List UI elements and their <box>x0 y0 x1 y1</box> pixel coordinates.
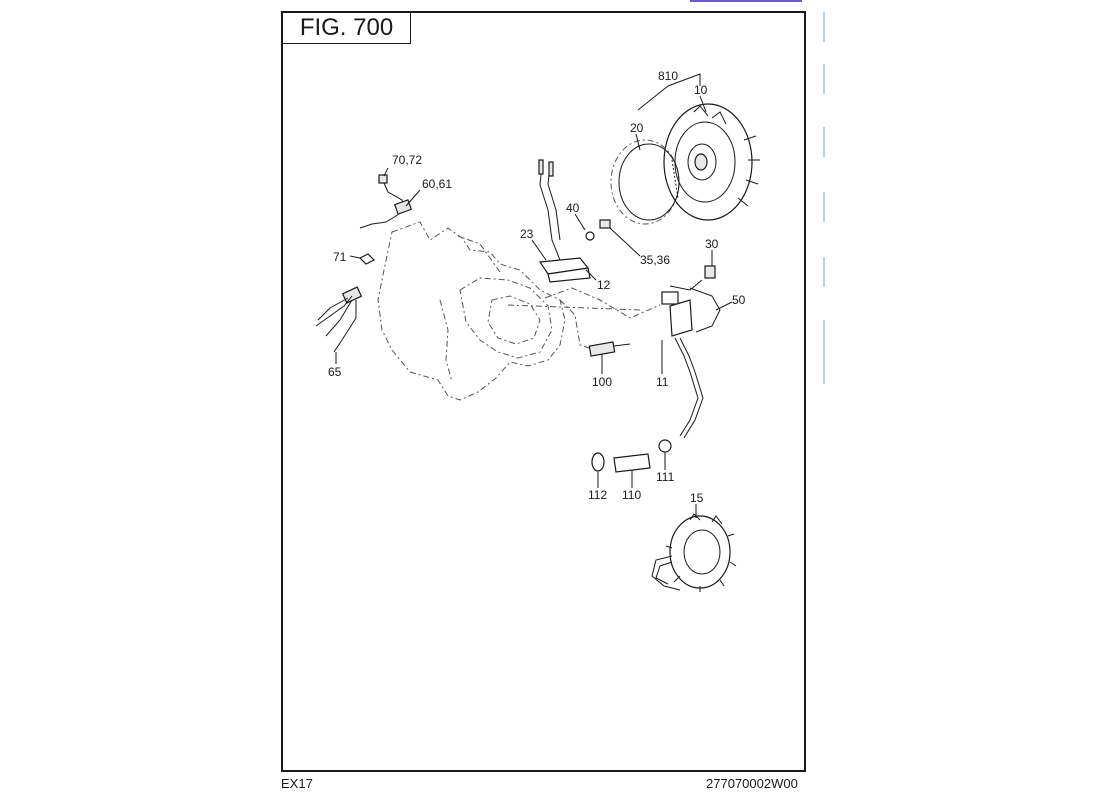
callout-40: 40 <box>566 201 580 215</box>
callout-20: 20 <box>630 121 644 135</box>
callout-12: 12 <box>597 278 611 292</box>
callout-30: 30 <box>705 237 719 251</box>
callout-35-36: 35,36 <box>640 253 670 267</box>
callout-labels: 810 10 20 70,72 60,61 40 23 35,36 30 71 … <box>328 69 746 505</box>
callout-60-61: 60,61 <box>422 177 452 191</box>
footer-code: 277070002W00 <box>706 776 798 791</box>
leader-lines <box>335 73 733 518</box>
callout-110: 110 <box>622 488 641 502</box>
plug-cap-part <box>591 439 672 473</box>
callout-810: 810 <box>658 69 678 83</box>
bolt-part <box>585 219 611 241</box>
callout-65: 65 <box>328 365 342 379</box>
figure-sheet: FIG. 700 <box>281 11 806 772</box>
bracket-part <box>538 159 591 283</box>
callout-70-72: 70,72 <box>392 153 422 167</box>
wire-harness-part <box>315 286 363 353</box>
switch-wire-part <box>359 174 413 229</box>
footer-model: EX17 <box>281 776 313 791</box>
scrollbar-track <box>823 12 825 384</box>
callout-71: 71 <box>333 250 347 264</box>
figure-title: FIG. 700 <box>283 13 411 44</box>
callout-50: 50 <box>732 293 746 307</box>
stator-part <box>651 513 737 592</box>
callout-15: 15 <box>690 491 704 505</box>
coil-bolt-part <box>669 265 716 291</box>
nut-part <box>358 253 376 265</box>
magnet-ring-part <box>610 139 680 225</box>
callout-11: 11 <box>656 375 669 389</box>
top-link-underline[interactable] <box>690 0 802 2</box>
callout-10: 10 <box>694 83 708 97</box>
ignition-coil-part <box>661 287 721 439</box>
callout-100: 100 <box>592 375 612 389</box>
callout-112: 112 <box>588 488 607 502</box>
spark-plug-part <box>588 341 631 357</box>
engine-outline <box>377 221 661 401</box>
flywheel-part <box>663 103 760 221</box>
callout-23: 23 <box>520 227 534 241</box>
callout-111: 111 <box>656 470 675 484</box>
